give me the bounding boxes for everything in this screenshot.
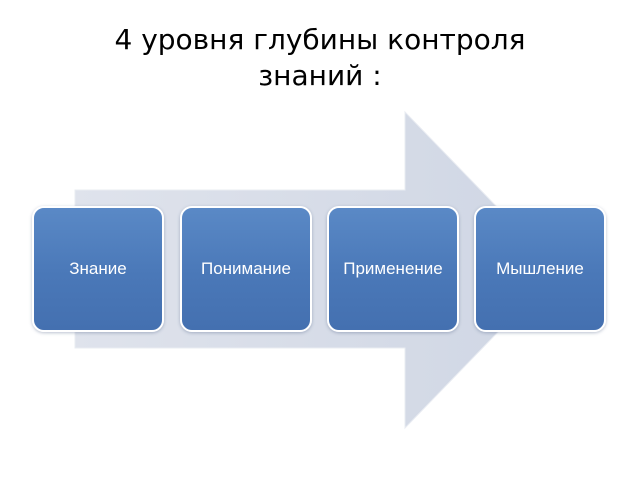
stage-label: Знание <box>69 259 127 278</box>
stage-label: Применение <box>343 259 443 278</box>
stage-box-thinking: Мышление <box>474 206 606 332</box>
arrow-shape <box>74 110 559 430</box>
stage-label: Мышление <box>496 259 584 278</box>
stage-label: Понимание <box>200 259 292 278</box>
stage-box-application: Применение <box>327 206 459 332</box>
stage-box-understanding: Понимание <box>180 206 312 332</box>
slide-title-line-1: 4 уровня глубины контроля <box>114 23 526 56</box>
slide-title-line-2: знаний : <box>258 59 382 92</box>
slide-title: 4 уровня глубины контроля знаний : <box>0 22 640 94</box>
stage-box-knowledge: Знание <box>32 206 164 332</box>
